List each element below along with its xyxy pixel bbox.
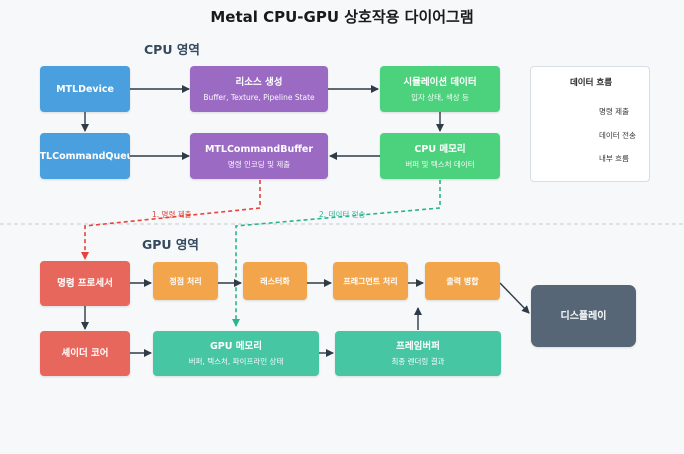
node-label: MTLCommandQueue — [40, 150, 130, 162]
node-label: 디스플레이 — [560, 310, 607, 322]
node-label: 셰이더 코어 — [61, 348, 109, 359]
node-label: MTLCommandBuffer — [204, 143, 314, 155]
node-label: 리소스 생성 — [235, 76, 283, 88]
node-label: 프레임버퍼 — [396, 341, 440, 352]
legend-title: 데이터 흐름 — [569, 78, 613, 88]
node-output-merge[interactable]: 출력 병합 — [425, 262, 500, 300]
edge-label-command-submit: 1. 명령 제출 — [152, 210, 192, 219]
node-command-buffer[interactable]: MTLCommandBuffer 명령 인코딩 및 제출 — [190, 133, 328, 179]
edge-output-to-display — [499, 282, 530, 314]
cpu-section-label: CPU 영역 — [144, 42, 200, 57]
node-vertex-processing[interactable]: 정점 처리 — [153, 262, 218, 300]
node-sublabel: 명령 인코딩 및 제출 — [227, 159, 291, 169]
node-simulation-data[interactable]: 시뮬레이션 데이터 입자 상태, 색상 등 — [380, 66, 500, 112]
node-sublabel: 버퍼, 텍스처, 파이프라인 상태 — [188, 357, 284, 366]
node-sublabel: 입자 상태, 색상 등 — [411, 92, 469, 102]
node-label: MTLDevice — [56, 83, 114, 95]
edge-data-transfer — [232, 180, 441, 327]
node-label: 명령 프로세서 — [57, 278, 113, 289]
legend-item-internal: 내부 흐름 — [599, 154, 629, 163]
node-label: 래스터화 — [260, 276, 290, 286]
node-rasterization[interactable]: 래스터화 — [243, 262, 307, 300]
diagram-title: Metal CPU-GPU 상호작용 다이어그램 — [210, 8, 474, 26]
node-mtl-device[interactable]: MTLDevice — [40, 66, 130, 112]
node-label: GPU 메모리 — [209, 341, 262, 352]
node-label: 시뮬레이션 데이터 — [403, 76, 477, 88]
node-label: 프래그먼트 처리 — [343, 276, 398, 286]
node-fragment-processing[interactable]: 프래그먼트 처리 — [333, 262, 408, 300]
node-label: CPU 메모리 — [414, 143, 466, 155]
legend-item-command: 명령 제출 — [599, 107, 629, 116]
node-sublabel: 최종 렌더링 결과 — [391, 357, 445, 366]
legend-item-data: 데이터 전송 — [599, 131, 636, 140]
node-gpu-memory[interactable]: GPU 메모리 버퍼, 텍스처, 파이프라인 상태 — [153, 331, 319, 376]
gpu-section-label: GPU 영역 — [142, 237, 199, 252]
node-resource-create[interactable]: 리소스 생성 Buffer, Texture, Pipeline State — [190, 66, 328, 112]
node-display[interactable]: 디스플레이 — [531, 285, 636, 347]
node-label: 정점 처리 — [169, 276, 202, 286]
node-sublabel: 버퍼 및 텍스처 데이터 — [405, 159, 475, 169]
node-sublabel: Buffer, Texture, Pipeline State — [203, 92, 315, 102]
node-shader-core[interactable]: 셰이더 코어 — [40, 331, 130, 376]
node-cpu-memory[interactable]: CPU 메모리 버퍼 및 텍스처 데이터 — [380, 133, 500, 179]
node-command-queue[interactable]: MTLCommandQueue — [40, 133, 130, 179]
node-command-processor[interactable]: 명령 프로세서 — [40, 261, 130, 306]
edge-command-submit — [81, 180, 261, 260]
legend-box: 데이터 흐름 명령 제출 데이터 전송 내부 흐름 — [530, 66, 650, 182]
edge-label-data-transfer: 2. 데이터 전송 — [319, 210, 366, 219]
node-label: 출력 병합 — [446, 276, 479, 286]
node-framebuffer[interactable]: 프레임버퍼 최종 렌더링 결과 — [335, 331, 501, 376]
